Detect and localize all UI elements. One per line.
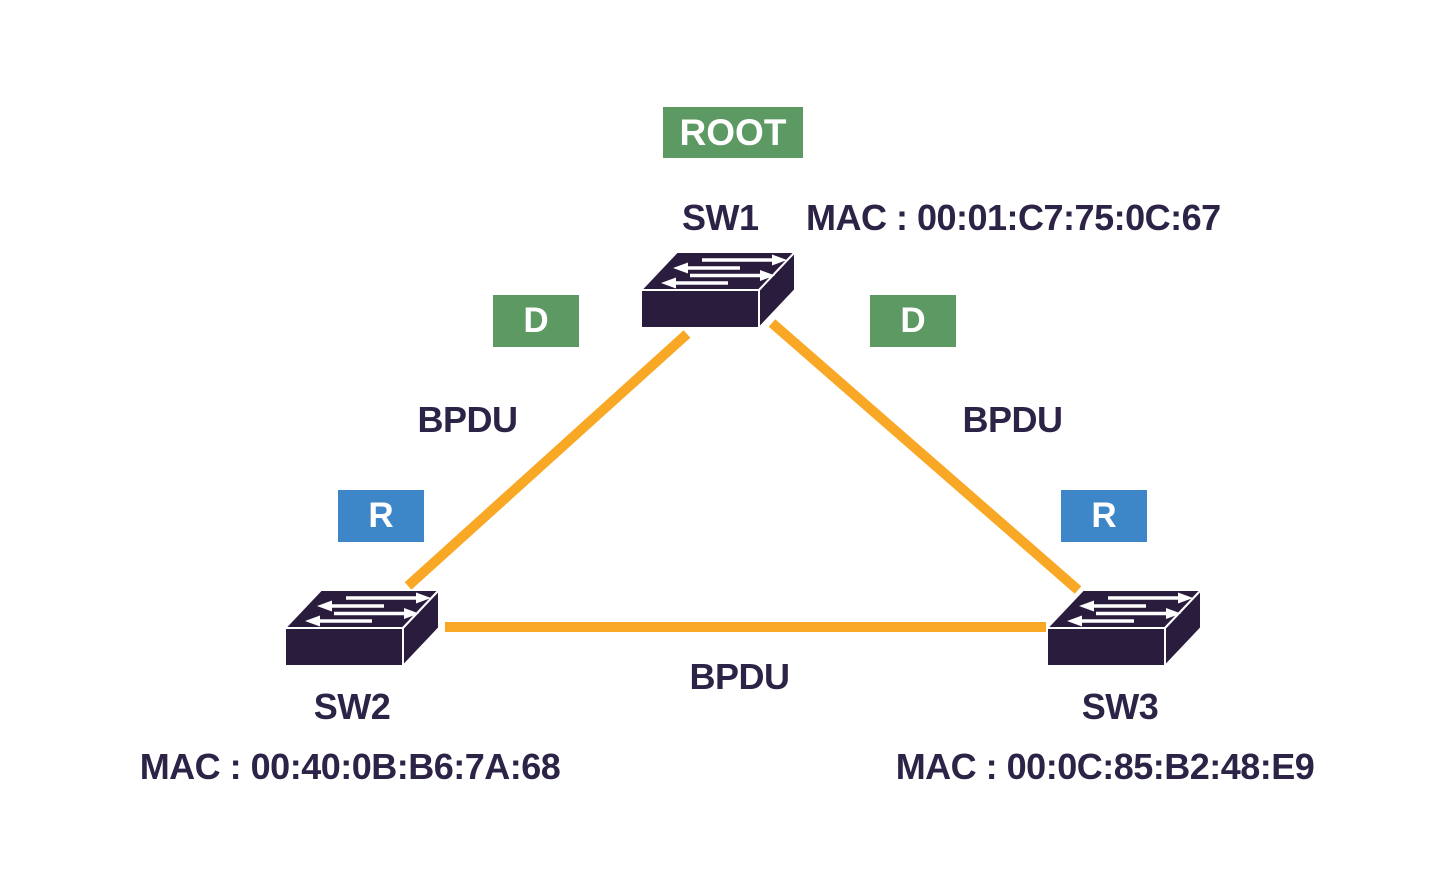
bpdu-label-sw1-sw3: BPDU bbox=[962, 399, 1063, 440]
root-badge: ROOT bbox=[663, 107, 803, 158]
switch-icon-sw1 bbox=[640, 249, 798, 329]
sw2-label: SW2 bbox=[313, 686, 391, 727]
sw3-label: SW3 bbox=[1081, 686, 1159, 727]
port-badge-root-right: R bbox=[1061, 490, 1147, 542]
link-sw1-sw2 bbox=[404, 330, 691, 590]
sw2-mac-address: MAC : 00:40:0B:B6:7A:68 bbox=[139, 746, 561, 787]
sw3-mac-address: MAC : 00:0C:85:B2:48:E9 bbox=[895, 746, 1315, 787]
switch-icon-sw2 bbox=[284, 587, 442, 667]
port-badge-designated-left: D bbox=[493, 295, 579, 347]
bpdu-label-sw2-sw3: BPDU bbox=[689, 656, 790, 697]
sw1-label: SW1 bbox=[682, 197, 759, 238]
bpdu-label-sw1-sw2: BPDU bbox=[417, 399, 518, 440]
port-badge-designated-right: D bbox=[870, 295, 956, 347]
sw1-mac-address: MAC : 00:01:C7:75:0C:67 bbox=[806, 197, 1221, 238]
switch-icon-sw3 bbox=[1046, 587, 1204, 667]
port-badge-root-left: R bbox=[338, 490, 424, 542]
link-sw1-sw3 bbox=[768, 319, 1082, 594]
